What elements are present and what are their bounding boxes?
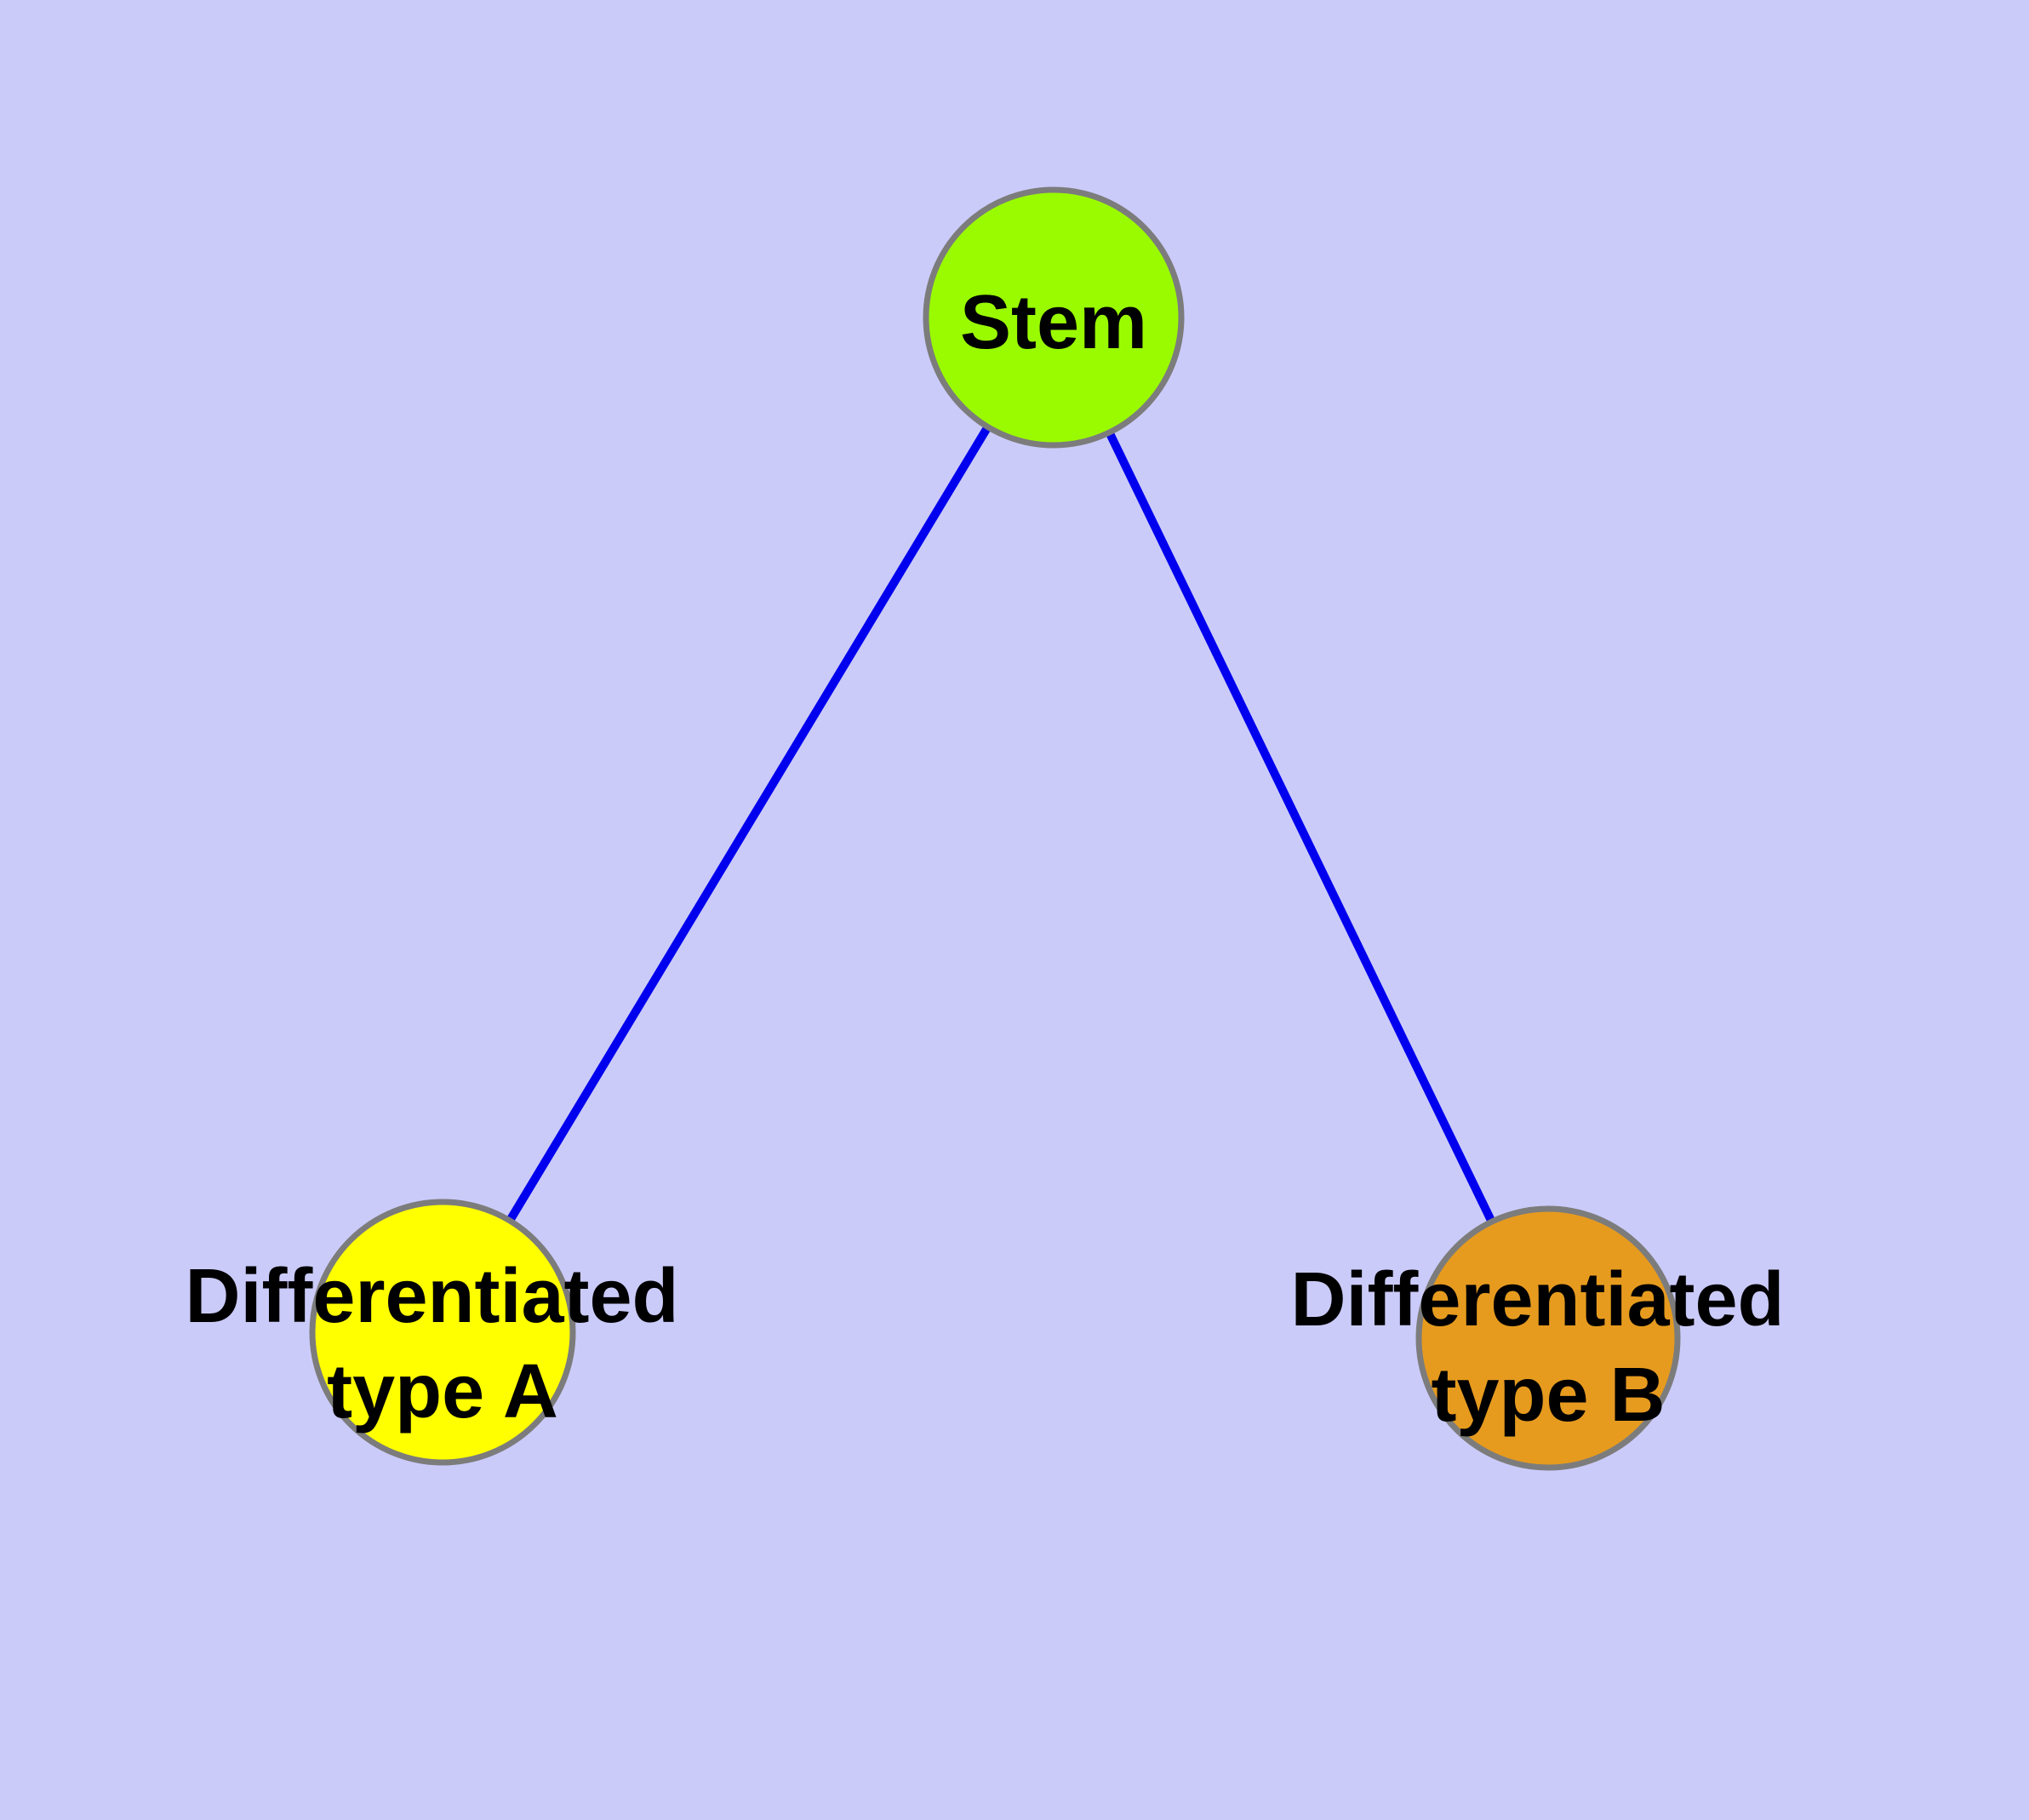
node-type-b: Differentiated type B: [1290, 1205, 1805, 1471]
node-stem-circle: [923, 186, 1185, 449]
edge-stem-to-type-a: [438, 315, 1058, 1335]
node-stem: Stem: [923, 186, 1185, 449]
node-type-b-label: Differentiated type B: [1290, 1257, 1805, 1438]
node-type-a: Differentiated type A: [185, 1199, 700, 1466]
edges: [438, 315, 1552, 1341]
nodes: Stem Differentiated type A Differentiate…: [185, 186, 1805, 1471]
node-type-b-circle: [1415, 1205, 1681, 1471]
node-type-a-label-line2: type A: [327, 1349, 558, 1434]
edge-stem-to-type-b: [1049, 315, 1552, 1341]
node-type-a-label-line1: Differentiated: [185, 1254, 678, 1339]
node-type-a-label: Differentiated type A: [185, 1254, 700, 1434]
node-type-a-circle: [309, 1199, 576, 1466]
node-type-b-label-line1: Differentiated: [1290, 1257, 1784, 1342]
node-stem-label: Stem: [960, 280, 1147, 365]
node-type-b-label-line2: type B: [1431, 1353, 1665, 1438]
